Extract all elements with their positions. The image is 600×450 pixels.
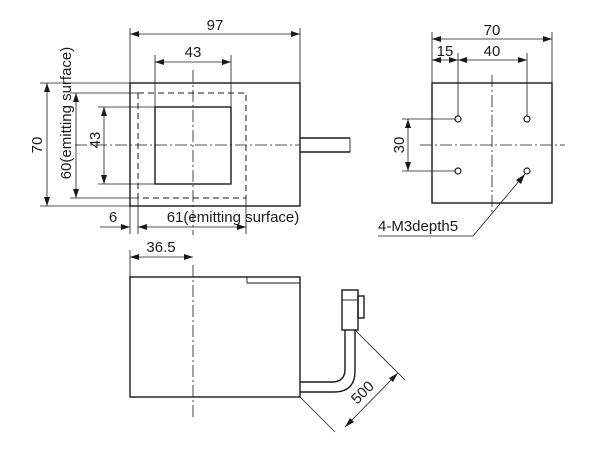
dimension-70-height-label: 70 [29,137,46,154]
bottom-view: 36.5 500 [129,239,406,433]
dimension-60-emitting-label: 60(emitting surface) [58,47,75,180]
dimension-70-height: 70 [29,82,130,207]
dimension-43-width: 43 [154,44,232,107]
hole-callout: 4-M3depth5 [378,173,526,237]
dimension-500: 500 [299,329,406,433]
dimension-side-70: 70 [431,22,553,83]
hole-callout-label: 4-M3depth5 [378,218,458,235]
cable-outer [300,330,346,383]
bottom-housing-outline [129,276,301,398]
dimension-6-label: 6 [109,209,117,226]
dimension-61-emitting-label: 61(emitting surface) [167,209,300,226]
dimension-60-emitting: 60(emitting surface) [58,47,138,199]
dimension-36-5: 36.5 [129,239,193,277]
dimension-side-30: 30 [391,118,455,172]
dimension-side-40-label: 40 [484,43,501,60]
emitting-surface-outline [137,92,247,199]
dimension-36-5-label: 36.5 [146,239,175,256]
mounting-hole-bottom-left [454,167,462,175]
dimension-side-15-40: 15 40 [432,43,528,116]
dimension-43-width-label: 43 [185,44,202,61]
dimension-bottom-row: 6 61(emitting surface) [100,198,299,234]
side-view: 70 15 40 30 4-M3 [378,22,565,237]
dimension-97: 97 [129,17,301,83]
front-view: 97 43 70 60(emitting surface) [29,17,351,235]
dimension-side-30-label: 30 [391,137,408,154]
cable-assembly [300,289,365,393]
cable-inner [300,330,356,393]
mounting-hole-bottom-right [523,167,531,175]
mounting-hole-top-right [523,115,531,123]
dimension-43-height-label: 43 [87,132,104,149]
connector-tab [357,295,365,319]
mounting-hole-top-left [454,115,462,123]
dimension-97-label: 97 [207,17,224,34]
front-housing-outline [129,82,301,207]
connector-body [341,289,359,331]
dimension-43-height: 43 [87,106,155,185]
dimension-side-15-label: 15 [437,43,454,60]
dimension-side-70-label: 70 [484,22,501,39]
